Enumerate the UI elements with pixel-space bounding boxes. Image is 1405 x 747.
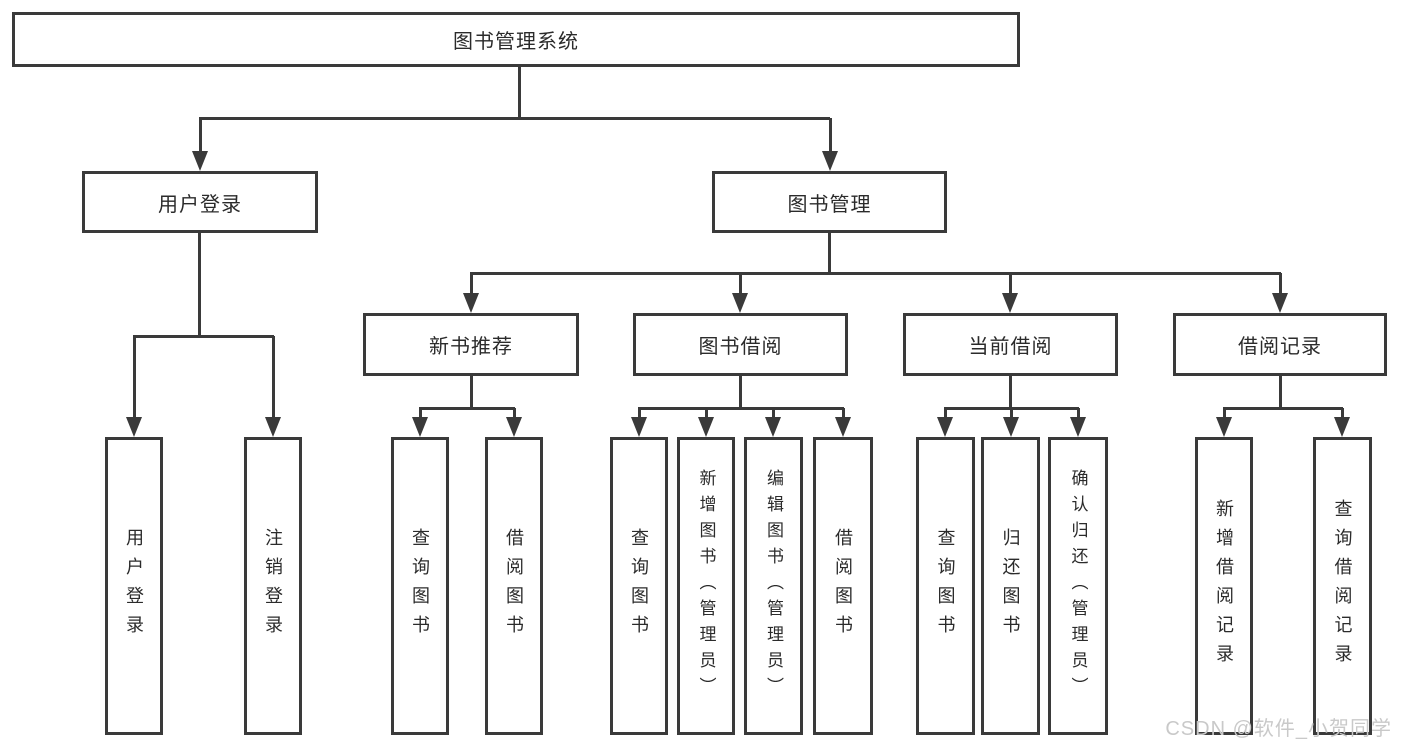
node-label: 图书管理系统: [453, 31, 579, 53]
arrowhead-down-icon: [822, 151, 838, 171]
connector-arrow-shaft: [828, 118, 832, 155]
node-label: 借阅图书: [833, 528, 853, 644]
arrowhead-down-icon: [265, 417, 281, 437]
arrowhead-down-icon: [1272, 293, 1288, 313]
connector-arrow-shaft: [469, 273, 473, 297]
connector-vline: [1278, 376, 1282, 410]
node-book-management-branch: 图书管理: [712, 171, 947, 233]
node-label: 查询图书: [629, 528, 649, 644]
node-current-borrowing: 当前借阅: [903, 313, 1118, 376]
connector-arrow-shaft: [418, 408, 422, 421]
connector-arrow-shaft: [1340, 408, 1344, 421]
arrowhead-down-icon: [765, 417, 781, 437]
arrowhead-down-icon: [732, 293, 748, 313]
node-label: 借阅图书: [504, 528, 524, 644]
arrowhead-down-icon: [506, 417, 522, 437]
connector-vline: [197, 233, 201, 338]
connector-arrow-shaft: [637, 408, 641, 421]
connector-arrow-shaft: [1278, 273, 1282, 297]
connector-hline: [470, 271, 1281, 275]
node-leaf-query-books-3: 查询图书: [916, 437, 975, 735]
arrowhead-down-icon: [412, 417, 428, 437]
connector-arrow-shaft: [704, 408, 708, 421]
connector-vline: [1008, 376, 1012, 410]
connector-arrow-shaft: [943, 408, 947, 421]
node-leaf-query-books-1: 查询图书: [391, 437, 449, 735]
arrowhead-down-icon: [1070, 417, 1086, 437]
arrowhead-down-icon: [1216, 417, 1232, 437]
arrowhead-down-icon: [631, 417, 647, 437]
connector-vline: [469, 376, 473, 410]
arrowhead-down-icon: [1002, 293, 1018, 313]
arrowhead-down-icon: [835, 417, 851, 437]
node-leaf-borrow-books-2: 借阅图书: [813, 437, 873, 735]
connector-arrow-shaft: [198, 118, 202, 155]
node-label: 确认归还（管理员）: [1068, 469, 1088, 703]
node-leaf-query-borrow-record: 查询借阅记录: [1313, 437, 1372, 735]
connector-hline: [199, 116, 830, 120]
connector-hline: [1223, 406, 1343, 410]
node-label: 新增借阅记录: [1214, 499, 1234, 673]
node-label: 新增图书（管理员）: [696, 469, 716, 703]
connector-arrow-shaft: [1008, 273, 1012, 297]
connector-arrow-shaft: [512, 408, 516, 421]
node-label: 新书推荐: [429, 336, 513, 358]
arrowhead-down-icon: [1003, 417, 1019, 437]
arrowhead-down-icon: [698, 417, 714, 437]
node-leaf-query-books-2: 查询图书: [610, 437, 668, 735]
node-leaf-confirm-return-admin: 确认归还（管理员）: [1048, 437, 1108, 735]
node-leaf-user-login: 用户登录: [105, 437, 163, 735]
node-borrowing-records: 借阅记录: [1173, 313, 1387, 376]
node-book-borrowing: 图书借阅: [633, 313, 848, 376]
node-label: 查询图书: [935, 528, 956, 644]
node-label: 借阅记录: [1238, 336, 1322, 358]
connector-arrow-shaft: [1076, 408, 1080, 421]
arrowhead-down-icon: [192, 151, 208, 171]
connector-hline: [133, 334, 274, 338]
node-label: 注销登录: [263, 528, 283, 644]
arrowhead-down-icon: [937, 417, 953, 437]
connector-arrow-shaft: [771, 408, 775, 421]
connector-arrow-shaft: [1222, 408, 1226, 421]
connector-arrow-shaft: [271, 336, 275, 421]
connector-vline: [827, 233, 831, 275]
node-label: 用户登录: [124, 528, 144, 644]
node-leaf-borrow-books-1: 借阅图书: [485, 437, 543, 735]
node-label: 当前借阅: [968, 336, 1053, 358]
node-label: 查询图书: [410, 528, 430, 644]
node-label: 归还图书: [1000, 528, 1021, 644]
arrowhead-down-icon: [126, 417, 142, 437]
node-label: 图书管理: [787, 193, 872, 216]
connector-arrow-shaft: [738, 273, 742, 297]
connector-vline: [738, 376, 742, 410]
connector-hline: [419, 406, 515, 410]
arrowhead-down-icon: [1334, 417, 1350, 437]
arrowhead-down-icon: [463, 293, 479, 313]
connector-hline: [638, 406, 844, 410]
node-leaf-logout: 注销登录: [244, 437, 302, 735]
node-label: 用户登录: [158, 193, 242, 216]
node-user-login-branch: 用户登录: [82, 171, 318, 233]
connector-arrow-shaft: [132, 336, 136, 421]
node-leaf-add-borrow-record: 新增借阅记录: [1195, 437, 1253, 735]
node-leaf-return-book: 归还图书: [981, 437, 1040, 735]
node-leaf-edit-book-admin: 编辑图书（管理员）: [744, 437, 803, 735]
connector-vline: [517, 67, 521, 120]
node-label: 编辑图书（管理员）: [764, 469, 783, 703]
connector-arrow-shaft: [1009, 408, 1013, 421]
connector-arrow-shaft: [841, 408, 845, 421]
node-root-library-system: 图书管理系统: [12, 12, 1020, 67]
node-label: 查询借阅记录: [1332, 499, 1353, 673]
node-leaf-add-book-admin: 新增图书（管理员）: [677, 437, 735, 735]
node-new-book-recommend: 新书推荐: [363, 313, 579, 376]
watermark: CSDN @软件_小贺同学: [1165, 718, 1392, 740]
node-label: 图书借阅: [698, 336, 783, 358]
